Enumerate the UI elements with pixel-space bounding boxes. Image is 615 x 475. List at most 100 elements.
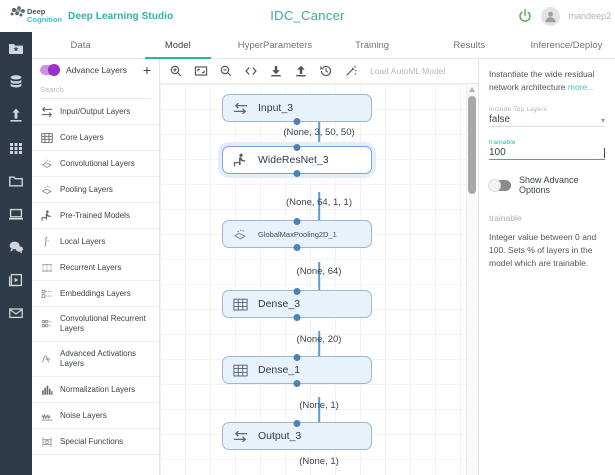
sidebar-item-label: Embeddings Layers xyxy=(60,288,131,298)
sidebar-item-normalization-layers[interactable]: Normalization Layers xyxy=(32,377,159,403)
upload-model-icon[interactable] xyxy=(294,64,308,78)
rail-item-video-library[interactable] xyxy=(0,263,32,296)
download-icon[interactable] xyxy=(269,64,283,78)
sidebar-item-recurrent-layers[interactable]: Recurrent Layers xyxy=(32,255,159,281)
layers-panel: Advance Layers + Search Input/Output Lay… xyxy=(32,59,160,475)
tab-inference-deploy[interactable]: Inference/Deploy xyxy=(530,39,603,51)
sidebar-item-label: Recurrent Layers xyxy=(60,262,122,272)
tab-hyperparameters[interactable]: HyperParameters xyxy=(237,39,313,51)
rail-item-upload[interactable] xyxy=(0,98,32,131)
node-port-out[interactable] xyxy=(293,313,301,321)
tab-results[interactable]: Results xyxy=(453,39,486,51)
chevron-down-icon[interactable]: ▾ xyxy=(600,116,605,125)
node-port-in[interactable] xyxy=(293,419,301,427)
sidebar-item-convolutional-recurrent-layers[interactable]: Convolutional Recurrent Layers xyxy=(32,307,159,342)
sidebar-item-convolutional-layers[interactable]: Convolutional Layers xyxy=(32,151,159,177)
sidebar-item-core-layers[interactable]: Core Layers xyxy=(32,125,159,151)
edge-dense1-output xyxy=(318,397,320,432)
fit-screen-icon[interactable] xyxy=(194,64,208,78)
add-layer-button[interactable]: + xyxy=(142,62,151,78)
core-grid-icon xyxy=(233,298,248,310)
app-logo[interactable]: Deep Cognition Deep Learning Studio xyxy=(0,5,173,27)
sidebar-item-label: Normalization Layers xyxy=(60,384,136,394)
tab-training[interactable]: Training xyxy=(355,39,390,51)
video-library-icon xyxy=(8,273,23,286)
tab-model[interactable]: Model xyxy=(129,32,226,60)
node-dense-3[interactable]: Dense_3 xyxy=(222,287,372,321)
sidebar-item-input-output-layers[interactable]: Input/Output Layers xyxy=(32,99,159,125)
noise-icon xyxy=(41,413,53,420)
node-port-in[interactable] xyxy=(293,217,301,225)
rail-item-folder[interactable] xyxy=(0,164,32,197)
node-wideresnet-3[interactable]: WideResNet_3 xyxy=(222,143,372,177)
trainable-value: 100 xyxy=(489,147,506,158)
zoom-out-icon[interactable] xyxy=(219,64,233,78)
node-port-in[interactable] xyxy=(293,287,301,295)
include-top-layers-select[interactable]: false ▾ xyxy=(489,114,605,127)
node-port-out[interactable] xyxy=(293,117,301,125)
layer-description-text: Instantiate the wide residual network ar… xyxy=(489,69,595,92)
node-port-out[interactable] xyxy=(293,379,301,387)
scrollbar-thumb[interactable] xyxy=(468,96,476,194)
scroll-up-arrow-icon[interactable] xyxy=(469,87,475,92)
shape-label-input-3: (None, 3, 50, 50) xyxy=(283,127,355,138)
rail-item-apps-grid[interactable] xyxy=(0,131,32,164)
node-port-in[interactable] xyxy=(293,143,301,151)
username-label[interactable]: mandeep2 xyxy=(568,11,611,21)
sidebar-item-label: Core Layers xyxy=(60,132,104,142)
advance-layers-toggle[interactable] xyxy=(40,64,60,76)
node-port-in[interactable] xyxy=(293,353,301,361)
shape-label-wideresnet-3: (None, 64, 1, 1) xyxy=(285,197,352,208)
model-canvas[interactable]: Input_3 (None, 3, 50, 50) WideResNet_3 (… xyxy=(160,84,478,475)
sidebar-item-noise-layers[interactable]: Noise Layers xyxy=(32,403,159,429)
sidebar-item-label: Special Functions xyxy=(60,436,124,446)
top-bar-right: mandeep2 xyxy=(517,0,611,32)
node-label: Input_3 xyxy=(258,102,294,114)
pooling-icon xyxy=(41,184,52,194)
zoom-in-icon[interactable] xyxy=(169,64,183,78)
text-cursor xyxy=(604,148,605,158)
show-advance-options-row[interactable]: Show Advance Options xyxy=(488,175,605,195)
pretrained-icon xyxy=(41,209,51,221)
power-icon[interactable] xyxy=(517,8,533,24)
sidebar-item-local-layers[interactable]: Local Layers xyxy=(32,229,159,255)
more-link[interactable]: more... xyxy=(567,82,595,92)
history-icon[interactable] xyxy=(319,64,333,78)
node-output-3[interactable]: Output_3 xyxy=(222,419,372,450)
sidebar-item-pooling-layers[interactable]: Pooling Layers xyxy=(32,177,159,203)
include-top-layers-label: Include Top Layers xyxy=(489,106,548,113)
trainable-input[interactable]: 100 xyxy=(489,147,605,160)
layer-search-input[interactable]: Search xyxy=(40,81,151,99)
folder-icon xyxy=(9,176,23,186)
sidebar-item-embeddings-layers[interactable]: Embeddings Layers xyxy=(32,281,159,307)
node-input-3[interactable]: Input_3 xyxy=(222,94,372,125)
core-grid-icon xyxy=(41,132,53,143)
rail-item-star-folder[interactable] xyxy=(0,32,32,65)
rail-item-database[interactable] xyxy=(0,65,32,98)
avatar[interactable] xyxy=(541,6,561,26)
node-label: Output_3 xyxy=(258,430,302,442)
laptop-icon xyxy=(9,208,23,220)
edge-wideresnet-gmp xyxy=(318,192,320,232)
rail-item-mail[interactable] xyxy=(0,296,32,329)
node-port-out[interactable] xyxy=(293,169,301,177)
pretrained-icon xyxy=(233,153,246,166)
sidebar-item-pre-trained-models[interactable]: Pre-Trained Models xyxy=(32,203,159,229)
sidebar-item-special-functions[interactable]: Special Functions xyxy=(32,429,159,455)
show-advance-options-toggle[interactable] xyxy=(488,178,511,192)
grid-apps-icon xyxy=(10,142,22,154)
rail-item-chat[interactable] xyxy=(0,230,32,263)
tab-data[interactable]: Data xyxy=(70,39,91,51)
code-icon[interactable] xyxy=(244,64,258,78)
load-automl-model-label[interactable]: Load AutoML Model xyxy=(370,66,446,76)
node-dense-1[interactable]: Dense_1 xyxy=(222,353,372,387)
node-globalmaxpooling2d-1[interactable]: GlobalMaxPooling2D_1 xyxy=(222,217,372,251)
sidebar-item-advanced-activations-layers[interactable]: Advanced Activations Layers xyxy=(32,342,159,377)
canvas-vertical-scrollbar[interactable] xyxy=(466,84,477,475)
node-label: Dense_1 xyxy=(258,364,301,376)
trainable-field: trainable 100 xyxy=(489,139,605,160)
brand-title: Deep Learning Studio xyxy=(68,10,174,22)
node-port-out[interactable] xyxy=(293,243,301,251)
magic-wand-icon[interactable] xyxy=(344,64,358,78)
rail-item-laptop[interactable] xyxy=(0,197,32,230)
